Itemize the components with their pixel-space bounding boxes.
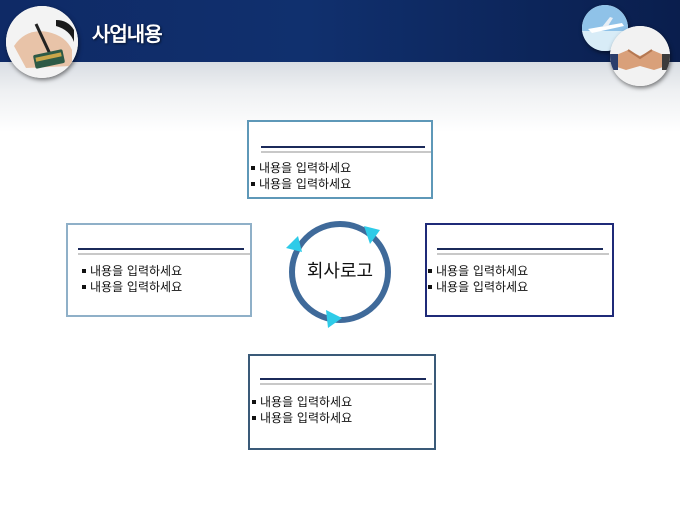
bullet-square-icon [252, 415, 256, 420]
content-box-bottom: 내용을 입력하세요 내용을 입력하세요 [248, 354, 436, 450]
cycle-diagram [286, 221, 391, 328]
cycle-arrow-icon [364, 226, 380, 244]
cycle-arrow-icon [326, 310, 342, 328]
company-logo-label: 회사로고 [306, 261, 374, 282]
list-item: 내용을 입력하세요 [251, 160, 351, 176]
bullet-square-icon [428, 268, 432, 273]
list-item: 내용을 입력하세요 [82, 263, 182, 279]
bullet-square-icon [251, 181, 255, 186]
bullet-square-icon [82, 284, 86, 289]
handshake-icon [610, 26, 670, 86]
box-top-heading-line [261, 146, 425, 148]
bullet-square-icon [82, 268, 86, 273]
bullet-square-icon [428, 284, 432, 289]
bullet-square-icon [251, 165, 255, 170]
box-right-heading-line [437, 248, 603, 250]
list-item: 내용을 입력하세요 [428, 263, 528, 279]
box-left-heading-line [78, 248, 244, 250]
hand-pen-image [6, 6, 78, 78]
cycle-ring [289, 221, 391, 323]
box-bottom-list: 내용을 입력하세요 내용을 입력하세요 [252, 394, 352, 426]
box-bottom-heading-line [260, 378, 426, 380]
content-box-right: 내용을 입력하세요 내용을 입력하세요 [425, 223, 614, 317]
box-top-list: 내용을 입력하세요 내용을 입력하세요 [251, 160, 351, 192]
content-box-left: 내용을 입력하세요 내용을 입력하세요 [66, 223, 252, 317]
box-top-underline [261, 151, 431, 153]
list-item: 내용을 입력하세요 [252, 410, 352, 426]
list-item: 내용을 입력하세요 [428, 279, 528, 295]
content-box-top: 내용을 입력하세요 내용을 입력하세요 [247, 120, 433, 199]
box-right-underline [437, 253, 609, 255]
bullet-square-icon [252, 399, 256, 404]
list-item: 내용을 입력하세요 [251, 176, 351, 192]
slide-title: 사업내용 [92, 22, 163, 46]
title-bar [0, 0, 680, 62]
box-left-list: 내용을 입력하세요 내용을 입력하세요 [82, 263, 182, 295]
cycle-arrow-icon [286, 236, 302, 252]
list-item: 내용을 입력하세요 [82, 279, 182, 295]
list-item: 내용을 입력하세요 [252, 394, 352, 410]
box-left-underline [78, 253, 250, 255]
handshake-image [610, 26, 670, 86]
box-bottom-underline [260, 383, 432, 385]
hand-pen-icon [6, 6, 78, 78]
box-right-list: 내용을 입력하세요 내용을 입력하세요 [428, 263, 528, 295]
